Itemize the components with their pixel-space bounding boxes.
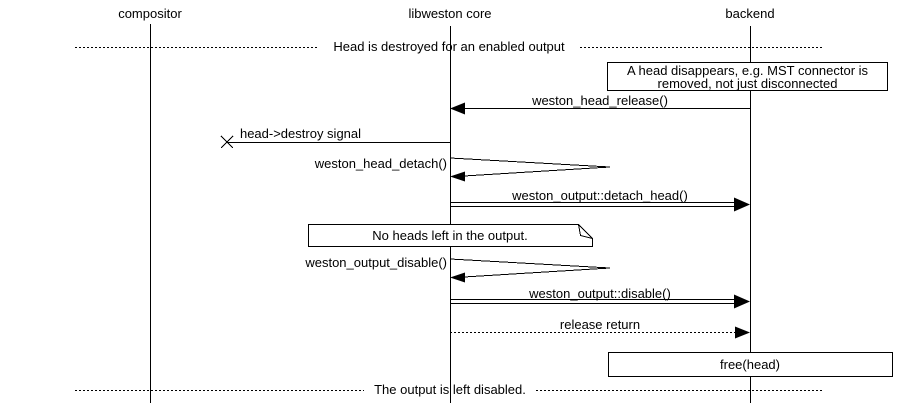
self-message-output-disable-line-top (449, 258, 611, 269)
box-free-head (608, 352, 893, 377)
note-head-disappears-line1: A head disappears, e.g. MST connector is (626, 63, 869, 78)
call-detach-head-arrowhead (734, 197, 750, 212)
self-message-output-disable-arrowhead (450, 272, 465, 283)
message-release-arrowhead (450, 102, 465, 115)
self-message-output-disable-label: weston_output_disable() (305, 255, 447, 270)
entity-label-compositor: compositor (118, 6, 182, 21)
self-message-detach-arrowhead (450, 171, 465, 182)
return-release-arrowhead (735, 326, 750, 339)
lost-message-destroy-signal-label: head->destroy signal (239, 126, 362, 141)
self-message-detach-label: weston_head_detach() (314, 156, 447, 171)
note-head-disappears-box (607, 62, 888, 91)
divider-bottom-label: The output is left disabled. (374, 382, 526, 397)
note-no-heads-box (308, 224, 593, 247)
box-free-head-label: free(head) (720, 357, 780, 372)
self-message-detach-line-bottom (463, 166, 611, 177)
call-disable-arrowhead (734, 294, 750, 309)
self-message-output-disable-line-bottom (463, 267, 611, 278)
divider-top-label: Head is destroyed for an enabled output (333, 39, 565, 54)
note-head-disappears-line2: removed, not just disconnected (657, 76, 838, 91)
message-release-label: weston_head_release() (532, 93, 668, 108)
entity-label-backend: backend (725, 6, 775, 21)
lost-message-cross-b (220, 135, 234, 149)
return-release-label: release return (559, 317, 641, 332)
note-no-heads-label: No heads left in the output. (372, 228, 528, 243)
call-detach-head-label: weston_output::detach_head() (512, 188, 688, 203)
self-message-detach-line-top (449, 157, 611, 168)
entity-label-libweston-core: libweston core (408, 6, 492, 21)
note-no-heads-fold (578, 224, 593, 239)
call-disable-label: weston_output::disable() (529, 286, 671, 301)
